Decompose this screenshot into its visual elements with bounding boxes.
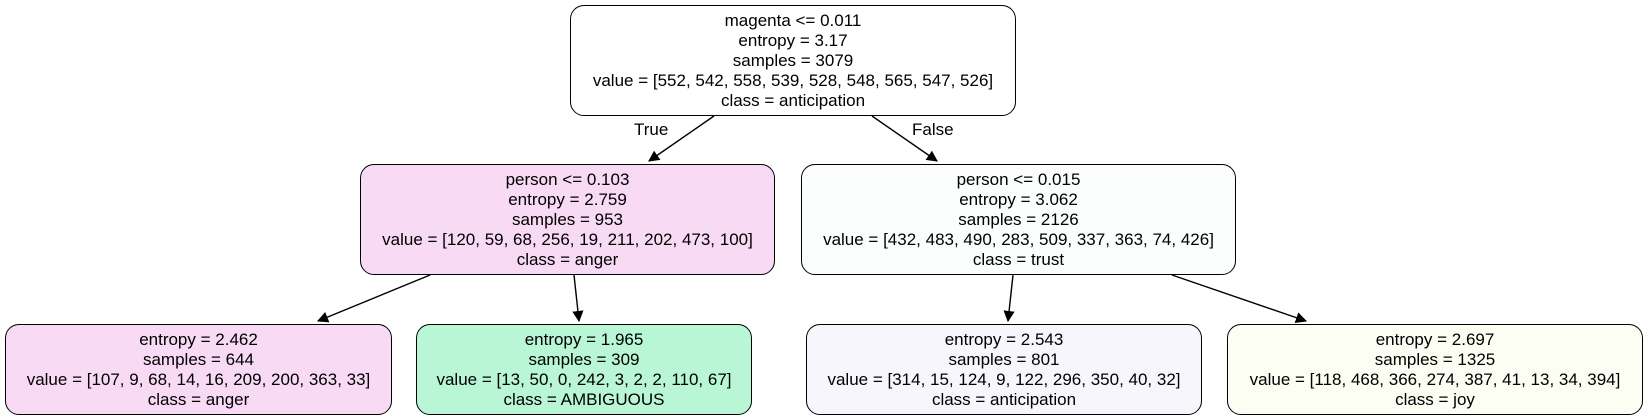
edge-left-leftleft bbox=[316, 274, 431, 323]
edge-root-right bbox=[871, 115, 938, 162]
node-line: value = [118, 468, 366, 274, 387, 41, 13… bbox=[1249, 369, 1621, 389]
node-line: value = [314, 15, 124, 9, 122, 296, 350,… bbox=[827, 369, 1181, 389]
node-line: entropy = 2.759 bbox=[508, 189, 627, 209]
tree-leaf-left-right: entropy = 1.965 samples = 309 value = [1… bbox=[416, 324, 752, 415]
tree-node-right: person <= 0.015 entropy = 3.062 samples … bbox=[801, 164, 1236, 275]
node-line: samples = 3079 bbox=[732, 50, 854, 70]
node-line: entropy = 3.062 bbox=[959, 189, 1078, 209]
edge-right-rightright bbox=[1171, 274, 1308, 324]
node-line: magenta <= 0.011 bbox=[724, 10, 862, 30]
node-line: class = anger bbox=[147, 389, 250, 409]
node-line: value = [120, 59, 68, 256, 19, 211, 202,… bbox=[382, 229, 753, 249]
tree-leaf-left-left: entropy = 2.462 samples = 644 value = [1… bbox=[5, 324, 392, 415]
tree-leaf-right-right: entropy = 2.697 samples = 1325 value = [… bbox=[1227, 324, 1643, 415]
node-line: entropy = 1.965 bbox=[524, 329, 644, 349]
tree-leaf-right-left: entropy = 2.543 samples = 801 value = [3… bbox=[806, 324, 1202, 415]
node-line: value = [13, 50, 0, 242, 3, 2, 2, 110, 6… bbox=[436, 369, 732, 389]
node-line: person <= 0.015 bbox=[956, 169, 1081, 189]
edge-left-leftright bbox=[572, 274, 584, 323]
node-line: class = anger bbox=[516, 249, 619, 269]
node-line: class = joy bbox=[1395, 389, 1475, 409]
node-line: value = [107, 9, 68, 14, 16, 209, 200, 3… bbox=[26, 369, 371, 389]
node-line: samples = 953 bbox=[511, 209, 624, 229]
node-line: entropy = 2.697 bbox=[1375, 329, 1495, 349]
node-line: class = AMBIGUOUS bbox=[503, 389, 665, 409]
tree-node-left: person <= 0.103 entropy = 2.759 samples … bbox=[360, 164, 775, 275]
node-line: samples = 1325 bbox=[1374, 349, 1496, 369]
node-line: samples = 644 bbox=[142, 349, 255, 369]
edge-right-rightleft bbox=[1003, 274, 1015, 323]
node-line: value = [432, 483, 490, 283, 509, 337, 3… bbox=[823, 229, 1214, 249]
node-line: value = [552, 542, 558, 539, 528, 548, 5… bbox=[592, 70, 994, 90]
edge-label-true: True bbox=[634, 120, 669, 139]
node-line: entropy = 3.17 bbox=[738, 30, 848, 50]
node-line: class = anticipation bbox=[720, 90, 866, 110]
node-line: entropy = 2.462 bbox=[139, 329, 258, 349]
edge-root-left bbox=[648, 115, 715, 162]
tree-node-root: magenta <= 0.011 entropy = 3.17 samples … bbox=[570, 5, 1016, 116]
node-line: class = anticipation bbox=[931, 389, 1077, 409]
node-line: person <= 0.103 bbox=[505, 169, 630, 189]
node-line: samples = 309 bbox=[528, 349, 640, 369]
node-line: samples = 2126 bbox=[958, 209, 1079, 229]
node-line: class = trust bbox=[972, 249, 1065, 269]
edge-label-false: False bbox=[912, 120, 954, 139]
node-line: samples = 801 bbox=[948, 349, 1060, 369]
node-line: entropy = 2.543 bbox=[944, 329, 1064, 349]
